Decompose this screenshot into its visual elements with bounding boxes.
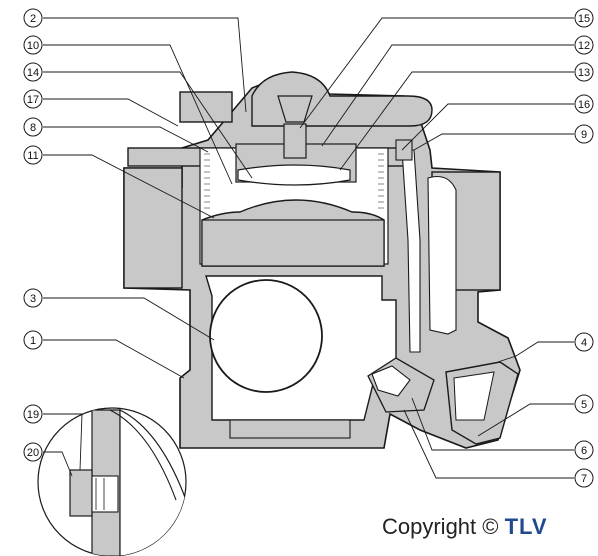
- svg-text:3: 3: [30, 293, 36, 305]
- callout-right-16: 16: [574, 94, 594, 114]
- top-plug: [179, 91, 233, 123]
- svg-text:5: 5: [581, 399, 587, 411]
- svg-text:9: 9: [581, 129, 587, 141]
- svg-text:11: 11: [27, 150, 38, 162]
- drain-cap-inner: [453, 371, 495, 421]
- callout-left-8: 8: [23, 117, 43, 137]
- svg-text:10: 10: [27, 40, 39, 52]
- svg-text:2: 2: [30, 13, 36, 25]
- guide-band: [201, 219, 385, 267]
- svg-text:7: 7: [581, 473, 587, 485]
- svg-text:1: 1: [30, 335, 36, 347]
- callout-left-17: 17: [23, 89, 43, 109]
- copyright-text: Copyright ©: [382, 514, 499, 539]
- svg-text:14: 14: [27, 67, 39, 79]
- callout-left-1: 1: [23, 330, 43, 350]
- svg-text:20: 20: [27, 447, 39, 459]
- svg-text:16: 16: [578, 99, 590, 111]
- x-element-capsule: [237, 164, 351, 186]
- detail-contents: [69, 409, 186, 556]
- callout-left-19: 19: [23, 404, 43, 424]
- callout-right-4: 4: [574, 332, 594, 352]
- outlet-channel: [427, 175, 457, 335]
- svg-text:13: 13: [578, 67, 590, 79]
- inlet-port: [123, 167, 183, 289]
- svg-text:12: 12: [578, 40, 590, 52]
- bottom-plug: [229, 419, 351, 439]
- callout-left-2: 2: [23, 8, 43, 28]
- svg-text:15: 15: [578, 13, 590, 25]
- callout-right-15: 15: [574, 8, 594, 28]
- callout-right-6: 6: [574, 440, 594, 460]
- callout-right-12: 12: [574, 35, 594, 55]
- callout-right-5: 5: [574, 394, 594, 414]
- vent-plug: [395, 139, 413, 161]
- copyright-notice: Copyright © TLV: [382, 514, 548, 540]
- svg-text:6: 6: [581, 445, 587, 457]
- svg-text:4: 4: [581, 337, 587, 349]
- brand-logo: TLV: [504, 514, 548, 539]
- element-stem: [283, 123, 307, 159]
- orifice-insert: [371, 365, 411, 397]
- callout-right-13: 13: [574, 62, 594, 82]
- callout-right-9: 9: [574, 124, 594, 144]
- callout-left-20: 20: [23, 442, 43, 462]
- leader-lines: [43, 17, 574, 479]
- callout-left-11: 11: [23, 145, 43, 165]
- callout-right-7: 7: [574, 468, 594, 488]
- float: [209, 279, 323, 393]
- svg-text:19: 19: [27, 409, 39, 421]
- screen-mesh: [204, 153, 384, 209]
- svg-text:8: 8: [30, 122, 36, 134]
- callout-left-10: 10: [23, 35, 43, 55]
- callout-left-3: 3: [23, 288, 43, 308]
- callout-left-14: 14: [23, 62, 43, 82]
- svg-text:17: 17: [27, 94, 39, 106]
